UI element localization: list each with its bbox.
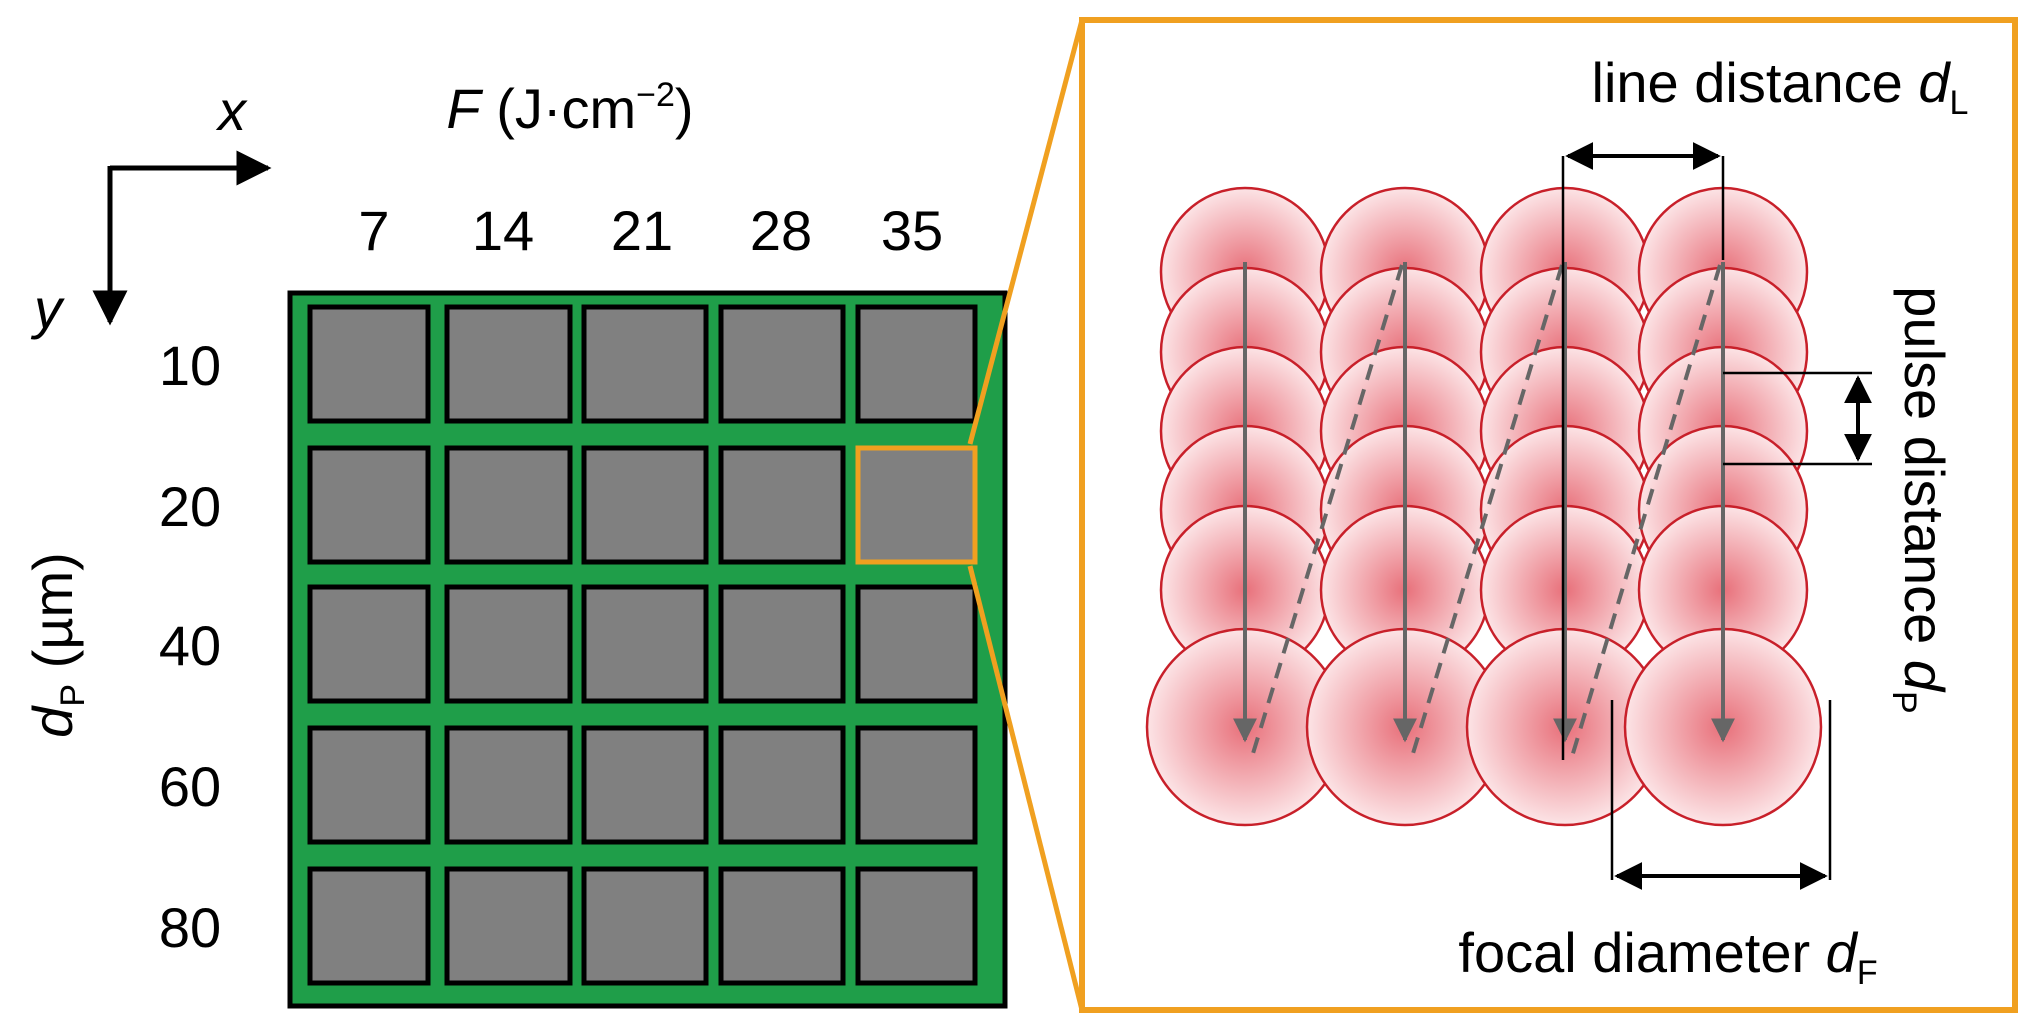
y-axis-label: y — [30, 277, 65, 340]
return-path-dashed-line — [1249, 264, 1404, 761]
column-label: 35 — [881, 199, 943, 262]
matrix-cell — [307, 445, 431, 565]
sample-matrix — [287, 290, 1008, 1009]
line-distance-dimension: line distance dL — [1561, 51, 1969, 760]
pulse-distance-subscript: P — [1885, 691, 1923, 714]
line-distance-text: line distance — [1592, 51, 1919, 114]
focal-diameter-symbol: d — [1826, 921, 1859, 984]
matrix-cell — [718, 584, 846, 704]
matrix-cell — [444, 584, 573, 704]
matrix-cell — [718, 445, 846, 565]
zoom-panel: line distance dL pulse distance dP focal… — [1079, 17, 2018, 1013]
matrix-cell — [307, 304, 431, 424]
matrix-cell — [307, 725, 431, 845]
matrix-cell — [718, 304, 846, 424]
fluence-axis-title: F (J·cm−2) — [446, 76, 693, 140]
coordinate-axes: x y — [30, 79, 272, 340]
column-label: 14 — [472, 199, 534, 262]
matrix-cell — [307, 584, 431, 704]
return-path-dashed-line — [1409, 264, 1564, 761]
zoom-connectors — [967, 19, 1085, 1011]
row-label: 20 — [159, 475, 221, 538]
pulse-distance-axis-title: dP (µm) — [21, 552, 92, 738]
matrix-cell — [444, 445, 573, 565]
matrix-cell — [307, 866, 431, 986]
fluence-unit-close: ) — [675, 77, 694, 140]
column-label: 7 — [358, 199, 389, 262]
focal-diameter-text: focal diameter — [1458, 921, 1825, 984]
x-axis-label: x — [215, 79, 248, 142]
matrix-cell — [444, 304, 573, 424]
pulse-distance-label: pulse distance dP — [1885, 286, 1956, 713]
pulse-distance-dimension: pulse distance dP — [1723, 286, 1956, 714]
row-label: 10 — [159, 334, 221, 397]
matrix-cell — [581, 584, 709, 704]
matrix-cell — [444, 725, 573, 845]
row-label: 40 — [159, 614, 221, 677]
row-subscript: P — [54, 684, 92, 707]
column-label: 28 — [750, 199, 812, 262]
row-label: 60 — [159, 755, 221, 818]
line-distance-subscript: L — [1950, 84, 1969, 122]
matrix-cell — [581, 725, 709, 845]
focal-diameter-label: focal diameter dF — [1458, 921, 1877, 992]
matrix-cell — [444, 866, 573, 986]
return-path-dashed-line — [1569, 264, 1722, 761]
fluence-column-labels: 7 14 21 28 35 — [358, 199, 943, 262]
matrix-cell — [581, 445, 709, 565]
zoom-connector-bottom — [967, 565, 1085, 1011]
pulse-distance-symbol: d — [1893, 660, 1956, 693]
focal-diameter-subscript: F — [1857, 954, 1878, 992]
matrix-cell — [581, 304, 709, 424]
fluence-symbol: F — [446, 77, 483, 140]
scan-path-arrows — [1233, 262, 1735, 761]
pulse-distance-text: pulse distance — [1893, 286, 1956, 660]
pulse-distance-row-labels: 10 20 40 60 80 — [159, 334, 221, 959]
fluence-unit-exponent: −2 — [636, 76, 675, 114]
matrix-cell — [855, 725, 978, 845]
focal-diameter-dimension: focal diameter dF — [1458, 700, 1878, 992]
matrix-cell — [718, 725, 846, 845]
matrix-cell — [581, 866, 709, 986]
matrix-cell — [855, 304, 978, 424]
matrix-cell — [718, 866, 846, 986]
line-distance-symbol: d — [1918, 51, 1951, 114]
row-label: 80 — [159, 896, 221, 959]
matrix-cell — [855, 584, 978, 704]
highlighted-matrix-cell — [855, 445, 978, 565]
row-unit: (µm) — [21, 552, 84, 684]
column-label: 21 — [611, 199, 673, 262]
matrix-cells — [307, 304, 978, 986]
laser-spots — [1145, 186, 1823, 827]
zoom-connector-top — [967, 19, 1085, 445]
matrix-cell — [855, 866, 978, 986]
line-distance-label: line distance dL — [1592, 51, 1969, 122]
row-symbol: d — [21, 705, 84, 738]
fluence-unit-open: (J·cm — [481, 77, 637, 140]
